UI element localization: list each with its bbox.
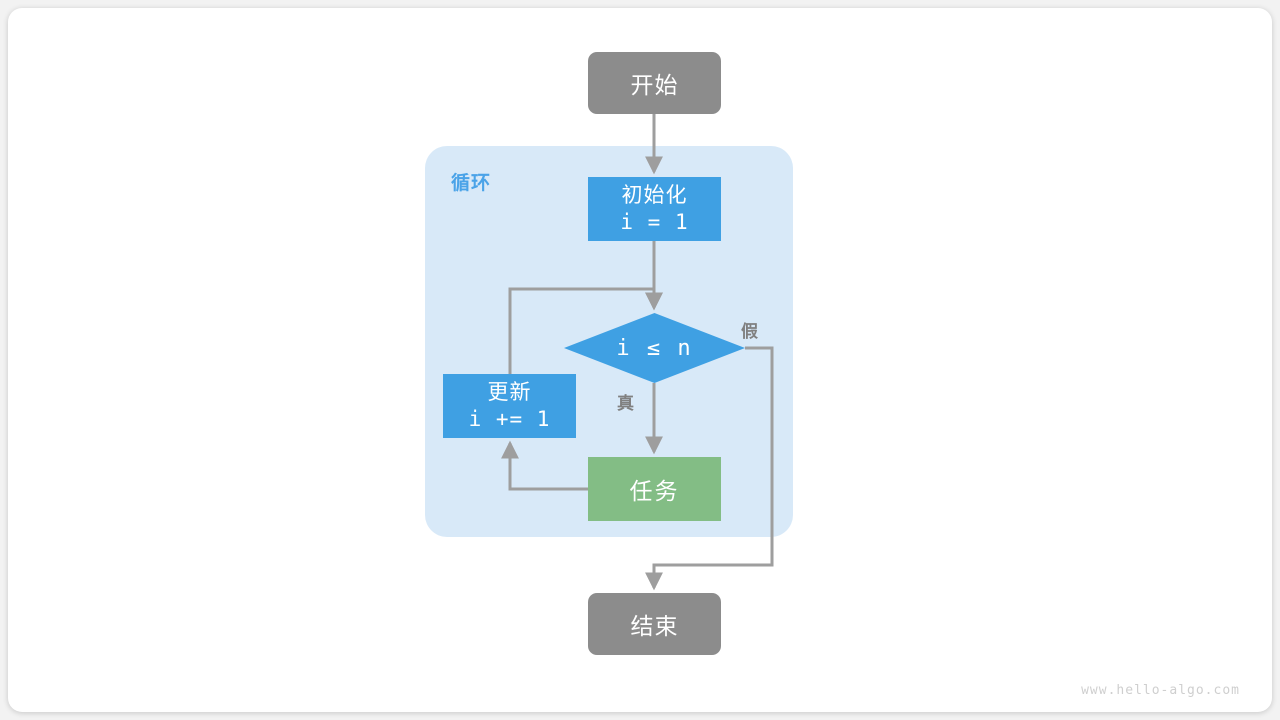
- task-node-shape[interactable]: [588, 457, 721, 521]
- end-node-shape[interactable]: [588, 593, 721, 655]
- edge-label-false: 假: [741, 322, 758, 341]
- watermark: www.hello-algo.com: [1081, 683, 1240, 698]
- edge-update-to-condition: [508, 287, 663, 374]
- loop-region-caption: 循环: [451, 173, 492, 194]
- edge-label-true: 真: [617, 394, 634, 413]
- edge-condition-false-to-end: [645, 346, 774, 591]
- condition-node-shape[interactable]: [564, 313, 745, 383]
- start-node-shape[interactable]: [588, 52, 721, 114]
- edge-task-to-update: [501, 440, 588, 491]
- update-node-shape[interactable]: [443, 374, 576, 438]
- init-node-shape[interactable]: [588, 177, 721, 241]
